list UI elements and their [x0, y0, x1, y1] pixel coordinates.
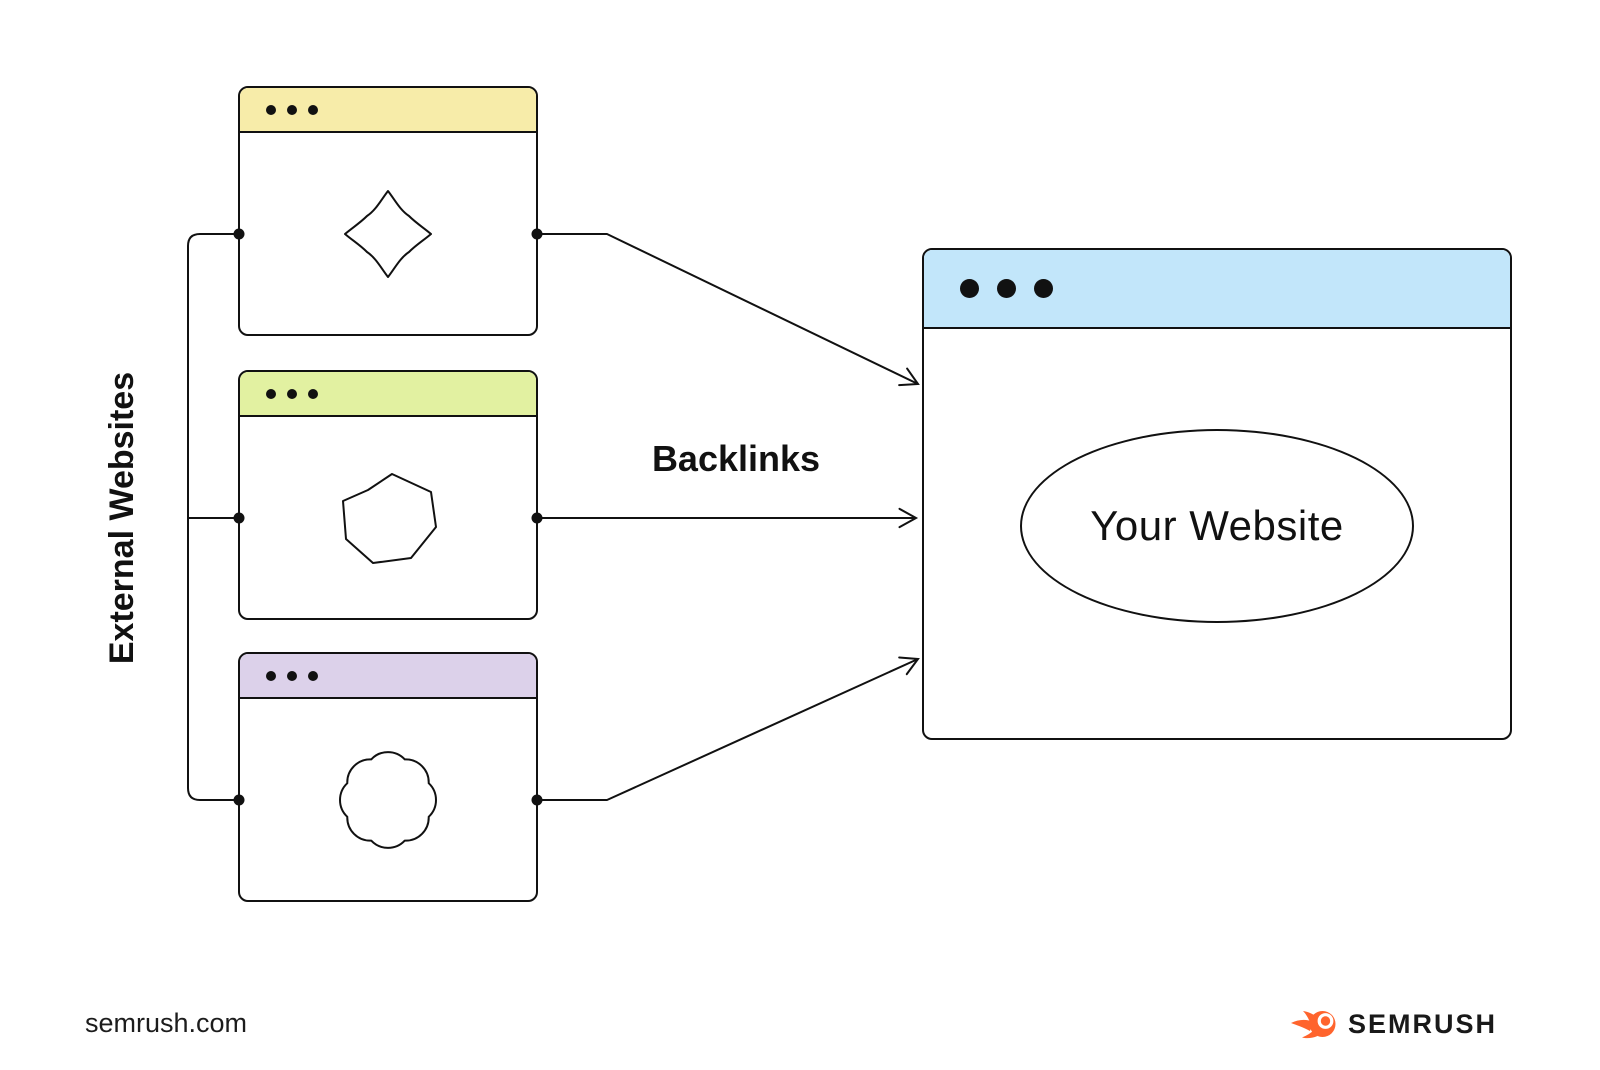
window-content	[240, 133, 536, 336]
heptagon-blob-icon	[342, 473, 437, 564]
traffic-dot-icon	[1034, 279, 1053, 298]
traffic-dot-icon	[266, 670, 276, 681]
footer-url: semrush.com	[85, 1008, 248, 1038]
flower-blob-icon	[339, 751, 437, 849]
traffic-dot-icon	[287, 670, 297, 681]
window-content: Your Website	[924, 329, 1510, 736]
traffic-dot-icon	[997, 279, 1016, 298]
external-website-window-2	[238, 370, 538, 620]
semrush-comet-icon	[1291, 1011, 1336, 1039]
semrush-logo: SEMRUSH	[1290, 1008, 1497, 1040]
window-titlebar	[240, 88, 536, 133]
traffic-dot-icon	[308, 104, 318, 115]
backlink-arrow-bottom	[537, 656, 920, 801]
your-website-window: Your Website	[922, 248, 1512, 740]
backlinks-label: Backlinks	[651, 438, 821, 479]
traffic-dot-icon	[308, 388, 318, 399]
external-website-window-3	[238, 652, 538, 902]
semrush-wordmark: SEMRUSH	[1348, 1008, 1498, 1039]
traffic-dot-icon	[287, 388, 297, 399]
external-websites-label: External Websites	[103, 371, 141, 665]
window-content	[240, 417, 536, 620]
traffic-dot-icon	[266, 104, 276, 115]
window-content	[240, 699, 536, 902]
traffic-dot-icon	[960, 279, 979, 298]
external-group-bracket	[187, 233, 239, 801]
window-titlebar	[924, 250, 1510, 329]
backlink-arrow-top	[537, 233, 920, 387]
your-website-label: Your Website	[1090, 502, 1344, 549]
external-website-window-1	[238, 86, 538, 336]
window-titlebar	[240, 372, 536, 417]
your-website-ellipse: Your Website	[1020, 429, 1414, 623]
traffic-dot-icon	[287, 104, 297, 115]
traffic-dot-icon	[266, 388, 276, 399]
traffic-dot-icon	[308, 670, 318, 681]
diamond-blob-icon	[344, 190, 432, 278]
window-titlebar	[240, 654, 536, 699]
